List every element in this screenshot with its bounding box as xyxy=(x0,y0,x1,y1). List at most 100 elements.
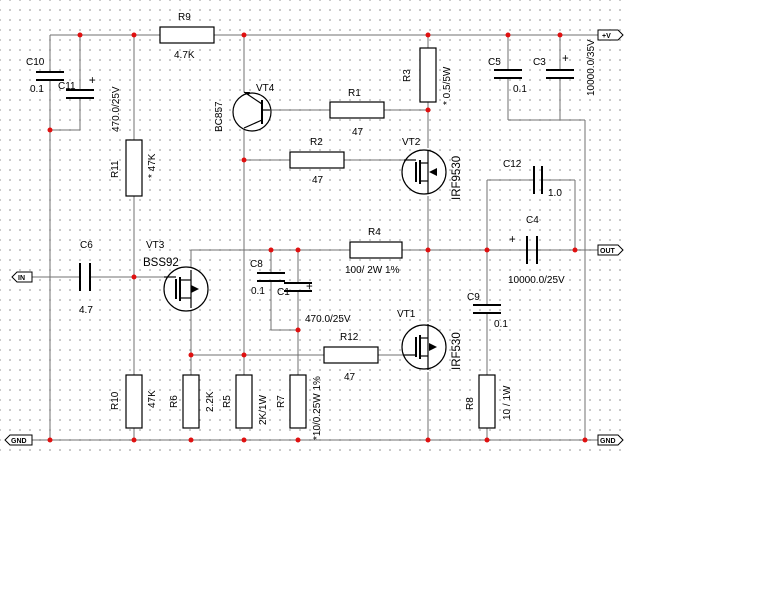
r9-ref: R9 xyxy=(178,12,191,23)
r3-ref: R3 xyxy=(402,69,413,82)
junction-dot xyxy=(295,247,301,253)
port-in: IN xyxy=(11,271,33,283)
port-vplus: +V xyxy=(597,29,624,41)
r6-value: 2.2K xyxy=(205,391,216,412)
junction-dot xyxy=(505,32,511,38)
c9-ref: C9 xyxy=(467,292,480,303)
resistor-r7: R7 *10/0.25W 1% xyxy=(276,374,323,440)
c3-plus-sign: + xyxy=(562,53,569,65)
resistor-r9: R9 4.7K xyxy=(159,12,215,61)
capacitor-c6: C6 4.7 xyxy=(79,240,93,316)
resistor-r10: R10 47K xyxy=(110,374,158,429)
c9-value: 0.1 xyxy=(494,319,508,330)
grid-background xyxy=(0,0,628,452)
capacitor-c11: + C11 470.0/25V xyxy=(58,75,122,132)
r5-value: 2K/1W xyxy=(258,394,269,425)
vt2-type: IRF9530 xyxy=(451,156,463,200)
resistor-r4: R4 100/ 2W 1% xyxy=(345,227,403,276)
c5-value: 0.1 xyxy=(513,84,527,95)
resistor-r2: R2 47 xyxy=(289,137,345,186)
port-gnd-right: GND xyxy=(597,434,624,446)
junction-dot xyxy=(77,32,83,38)
capacitor-c12: C12 1.0 xyxy=(503,159,562,199)
r2-value: 47 xyxy=(312,175,324,186)
junction-dot xyxy=(425,107,431,113)
c4-value: 10000.0/25V xyxy=(508,275,565,286)
c6-value: 4.7 xyxy=(79,305,93,316)
resistor-r12: R12 47 xyxy=(323,332,379,383)
vt1-ref: VT1 xyxy=(397,309,416,320)
c1-plus-sign: + xyxy=(306,281,313,293)
transistor-vt4: VT4 BC857 xyxy=(214,83,275,132)
c3-ref: C3 xyxy=(533,57,546,68)
junction-dot xyxy=(131,274,137,280)
junction-dot xyxy=(188,352,194,358)
r12-value: 47 xyxy=(344,372,356,383)
vt4-type: BC857 xyxy=(214,101,225,132)
r10-ref: R10 xyxy=(110,391,121,410)
junction-dot xyxy=(425,247,431,253)
capacitor-c1: + C1 470.0/25V xyxy=(277,281,351,325)
r8-ref: R8 xyxy=(465,397,476,410)
r7-value: *10/0.25W 1% xyxy=(312,376,323,440)
resistor-r1: R1 47 xyxy=(329,88,385,138)
vt2-ref: VT2 xyxy=(402,137,421,148)
c8-value: 0.1 xyxy=(251,286,265,297)
junction-dot xyxy=(484,247,490,253)
resistor-r8: R8 10 / 1W xyxy=(465,374,513,429)
c11-ref: C11 xyxy=(58,81,76,92)
junction-dot xyxy=(241,157,247,163)
capacitor-c10: C10 0.1 xyxy=(26,57,64,95)
junction-dot xyxy=(268,247,274,253)
junction-dot xyxy=(557,32,563,38)
capacitor-c4: + C4 10000.0/25V xyxy=(508,215,565,286)
transistor-vt2: VT2 IRF9530 xyxy=(401,137,463,200)
r6-ref: R6 xyxy=(169,395,180,408)
port-out: OUT xyxy=(597,244,624,256)
r10-value: 47K xyxy=(147,390,158,408)
c10-ref: C10 xyxy=(26,57,45,68)
vt1-type: IRF530 xyxy=(451,332,463,370)
c11-plus-sign: + xyxy=(89,75,96,87)
c3-value: 10000.0/35V xyxy=(586,39,597,96)
junction-dot xyxy=(572,247,578,253)
resistor-r6: R6 2.2K xyxy=(169,374,216,429)
c10-value: 0.1 xyxy=(30,84,44,95)
capacitor-c8: C8 0.1 xyxy=(250,259,285,297)
r5-ref: R5 xyxy=(222,395,233,408)
junction-dot xyxy=(131,32,137,38)
junction-dot xyxy=(425,32,431,38)
junction-dot xyxy=(188,437,194,443)
r3-value: * 0.5/5W xyxy=(442,66,453,105)
vt3-type: BSS92 xyxy=(143,257,179,269)
junction-dot xyxy=(241,437,247,443)
c12-ref: C12 xyxy=(503,159,522,170)
port-gnd-left: GND xyxy=(4,434,33,446)
r12-ref: R12 xyxy=(340,332,359,343)
junction-dot xyxy=(241,352,247,358)
r4-value: 100/ 2W 1% xyxy=(345,265,400,276)
c4-plus-sign: + xyxy=(509,234,516,246)
capacitor-c3: + C3 10000.0/35V xyxy=(533,39,597,96)
junction-dot xyxy=(295,327,301,333)
junction-dot xyxy=(582,437,588,443)
r4-ref: R4 xyxy=(368,227,381,238)
r1-value: 47 xyxy=(352,127,364,138)
r9-value: 4.7K xyxy=(174,50,195,61)
r11-ref: R11 xyxy=(110,160,121,178)
vt4-ref: VT4 xyxy=(256,83,275,94)
r11-value: * 47K xyxy=(147,153,158,178)
junction-dot xyxy=(131,437,137,443)
resistor-r3: R3 * 0.5/5W xyxy=(402,47,453,105)
junction-dot xyxy=(295,437,301,443)
junction-dot xyxy=(47,437,53,443)
port-in-label: IN xyxy=(18,275,25,282)
c12-value: 1.0 xyxy=(548,188,562,199)
capacitor-c9: C9 0.1 xyxy=(467,292,508,330)
port-gnd-left-label: GND xyxy=(11,438,27,445)
c4-ref: C4 xyxy=(526,215,539,226)
c8-ref: C8 xyxy=(250,259,263,270)
r8-value: 10 / 1W xyxy=(502,385,513,420)
